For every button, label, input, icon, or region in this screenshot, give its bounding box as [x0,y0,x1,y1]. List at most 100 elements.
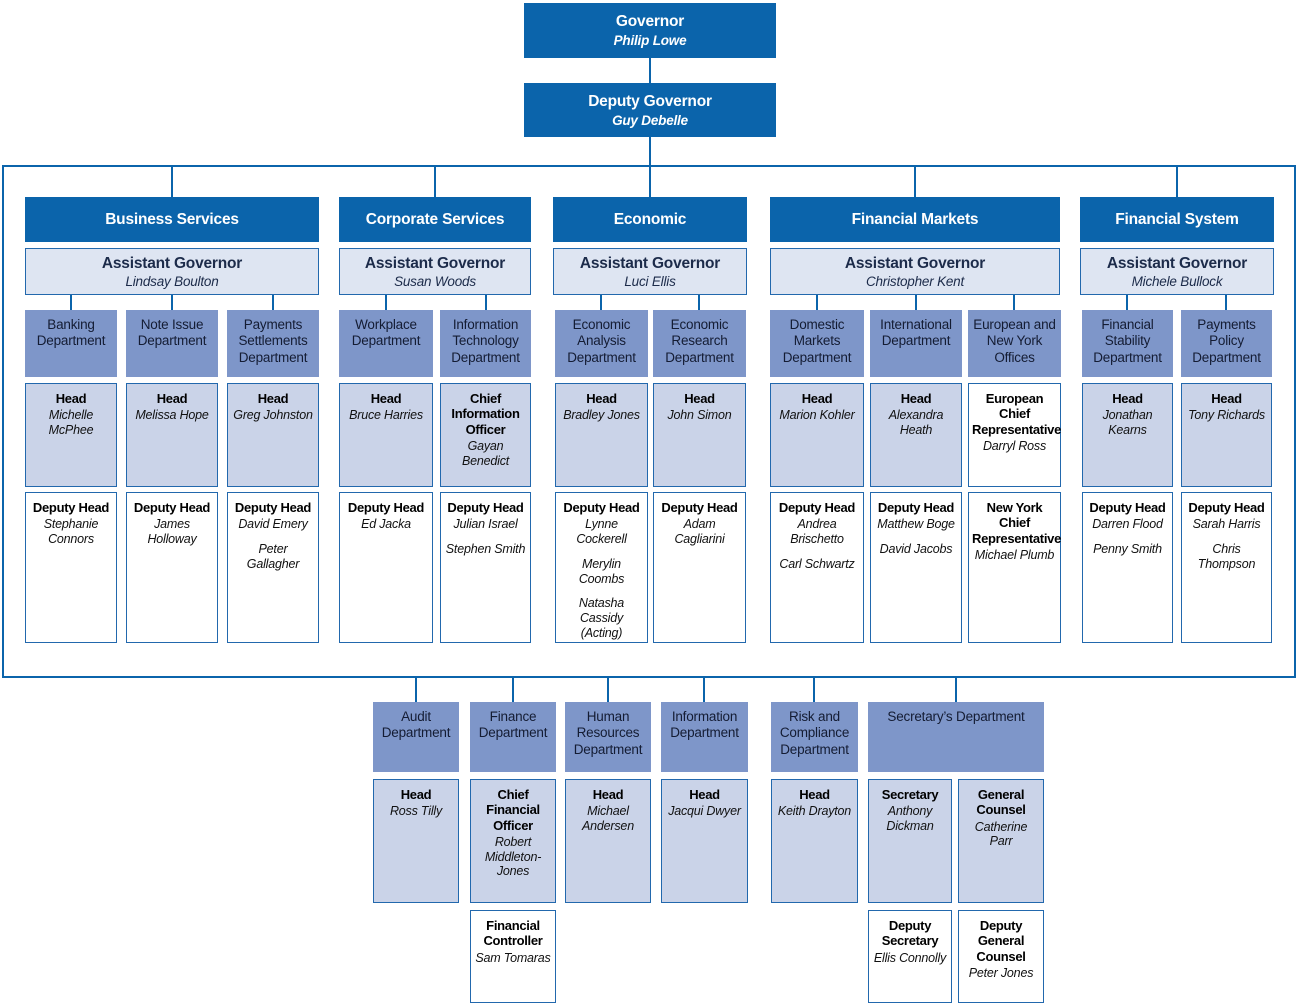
department-box: Workplace Department [339,310,433,377]
head-box: Head Jacqui Dwyer [661,779,748,903]
head-box: Head Melissa Hope [126,383,218,487]
head-name: Bradley Jones [563,408,640,423]
central-department-box: Risk and Compliance Department [771,702,858,772]
deputy-head-name: Carl Schwartz [779,556,855,571]
deputy-head-box: Deputy Head Lynne Cockerell Merylin Coom… [555,492,648,643]
head-title: Head [370,391,402,406]
deputy-head-title: Deputy Head [563,500,640,515]
head-box: Head Keith Drayton [771,779,858,903]
connector-line [512,678,514,702]
department-box: Information Technology Department [440,310,531,377]
division-title: Financial System [1115,210,1239,228]
deputy-head-title: Deputy Head [347,500,425,515]
deputy-secretary-box: Deputy Secretary Ellis Connolly [868,910,952,1003]
assistant-governor-box: Assistant Governor Christopher Kent [770,248,1060,295]
assistant-governor-box: Assistant Governor Lindsay Boulton [25,248,319,295]
connector-line [1013,295,1015,310]
head-name: Ross Tilly [389,804,443,819]
deputy-head-name: Lynne Cockerell [576,517,627,547]
assistant-governor-name: Susan Woods [394,273,476,289]
connector-line [649,58,651,83]
deputy-general-counsel-box: Deputy General Counsel Peter Jones [958,910,1044,1003]
connector-line [415,678,417,702]
head-name: Jacqui Dwyer [668,804,741,819]
head-name: Marion Kohler [779,408,855,423]
department-box: Note Issue Department [126,310,218,377]
head-title: Head [592,787,624,802]
deputy-head-name: Darren Flood [1092,517,1163,532]
head-box: Head Bruce Harries [339,383,433,487]
head-name: Gayan Benedict [461,438,510,468]
assistant-governor-name: Christopher Kent [865,273,965,289]
governor-title: Governor [615,13,685,30]
deputy-head-name: David Emery [238,517,308,532]
connector-line [914,165,916,197]
deputy-governor-title: Deputy Governor [588,92,712,110]
deputy-head-box: Deputy Head Darren Flood Penny Smith [1082,492,1173,643]
head-title: Head [684,391,715,406]
head-name: Keith Drayton [777,804,852,819]
head-box: Head Jonathan Kearns [1082,383,1173,487]
head-title: Head [799,787,830,802]
deputy-head-title: Deputy Head [661,500,738,515]
deputy-head-box: Deputy Head Matthew Boge David Jacobs [870,492,962,643]
deputy-governor-name: Guy Debelle [612,112,688,128]
central-department-box: Finance Department [470,702,556,772]
head-name: Robert Middleton-Jones [484,834,542,879]
head-box: Head Michael Andersen [565,779,651,903]
deputy-head-name: David Jacobs [879,542,953,557]
head-title: Head [900,391,932,406]
deputy-head-title: Deputy Head [133,500,211,515]
department-box: Payments Policy Department [1181,310,1272,377]
deputy-head-name: Sarah Harris [1192,517,1261,532]
assistant-governor-title: Assistant Governor [579,254,721,272]
deputy-head-box: Deputy Head Andrea Brischetto Carl Schwa… [770,492,864,643]
head-name: Melissa Hope [135,408,209,423]
deputy-governor-box: Deputy Governor Guy Debelle [524,83,776,137]
deputy-head-box: Deputy Head David Emery Peter Gallagher [227,492,319,643]
head-box: Head Bradley Jones [555,383,648,487]
division-header: Corporate Services [339,197,531,242]
head-name: Michael Andersen [582,804,634,834]
division-title: Financial Markets [851,210,979,228]
head-title: Head [1211,391,1242,406]
deputy-head-title: Deputy Head [234,500,312,515]
central-department-box: Human Resources Department [565,702,651,772]
head-title: Head [586,391,617,406]
deputy-head-title: Deputy Head [32,500,110,515]
connector-line [171,295,173,310]
central-department-box: Secretary’s Department [868,702,1044,772]
assistant-governor-box: Assistant Governor Luci Ellis [553,248,747,295]
officer-name: Peter Jones [968,965,1034,980]
connector-line [649,165,651,197]
deputy-head-name: Peter Gallagher [246,542,300,571]
deputy-head-name: Ed Jacka [361,517,411,532]
head-title: Head [801,391,833,406]
deputy-head-name: Michael Plumb [974,547,1055,562]
head-box: Head Michelle McPhee [25,383,117,487]
connector-line [955,678,957,702]
connector-line [607,678,609,702]
division-header: Financial Markets [770,197,1060,242]
head-box: General Counsel Catherine Parr [958,779,1044,903]
governor-name: Philip Lowe [613,33,687,48]
head-name: Bruce Harries [349,408,423,423]
head-name: John Simon [667,408,732,423]
deputy-head-box: Deputy Head Sarah Harris Chris Thompson [1181,492,1272,643]
division-header: Financial System [1080,197,1274,242]
officer-title: Deputy General Counsel [976,918,1026,964]
head-title: Chief Information Officer [451,391,520,437]
central-department-box: Information Department [661,702,748,772]
head-box: Head Greg Johnston [227,383,319,487]
head-title: Head [55,391,87,406]
deputy-head-box: Deputy Head Julian Israel Stephen Smith [440,492,531,643]
department-box: Economic Research Department [653,310,746,377]
deputy-head-name: Matthew Boge [877,517,955,532]
head-title: Head [689,787,720,802]
head-title: European Chief Representative [972,391,1062,437]
deputy-head-name: Penny Smith [1093,542,1162,557]
deputy-head-box: Deputy Head Adam Cagliarini [653,492,746,643]
deputy-head-name: James Holloway [147,517,197,547]
department-box: Domestic Markets Department [770,310,864,377]
officer-name: Catherine Parr [974,819,1028,849]
